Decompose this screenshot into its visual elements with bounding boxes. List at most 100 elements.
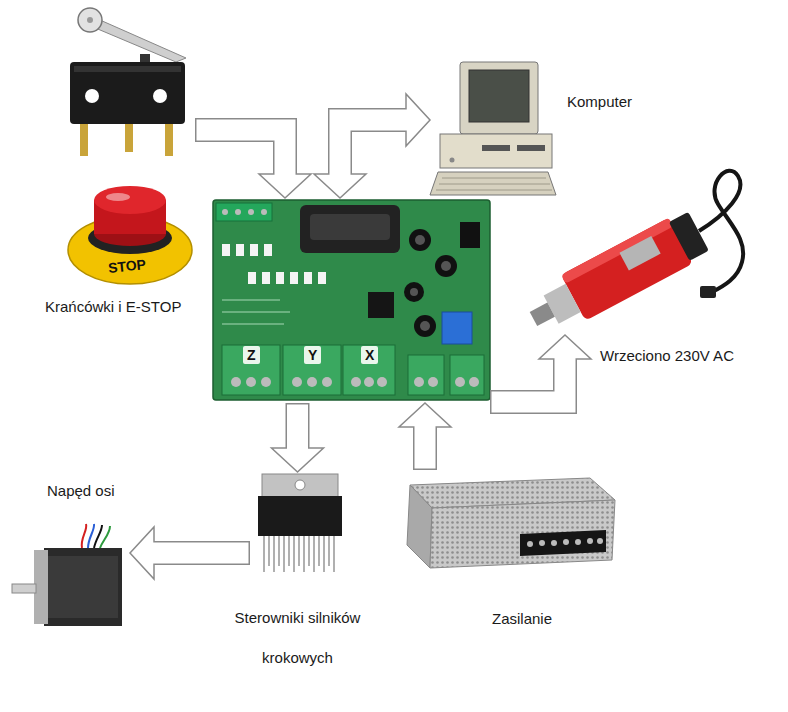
driver-chip-picture bbox=[313, 536, 315, 572]
controller-board-picture bbox=[318, 272, 326, 284]
computer-picture bbox=[482, 145, 510, 151]
controller-board-picture bbox=[300, 205, 400, 253]
spindle-picture bbox=[521, 208, 711, 342]
arrow-head bbox=[539, 335, 591, 359]
computer-picture bbox=[436, 190, 552, 191]
emergency-stop-picture bbox=[68, 186, 192, 284]
driver-chip-picture bbox=[298, 536, 300, 566]
limit-switch-picture bbox=[70, 8, 186, 156]
component-caption: Wrzeciono 230V AC bbox=[600, 347, 734, 365]
computer-picture bbox=[430, 172, 556, 195]
driver-chip-picture bbox=[308, 536, 310, 566]
arrow-head bbox=[130, 527, 154, 579]
stepper-motor-picture bbox=[44, 548, 122, 626]
controller-board-picture bbox=[222, 312, 290, 313]
driver-chip-picture bbox=[273, 536, 275, 572]
stepper-motor-picture bbox=[12, 524, 122, 626]
block-arrow bbox=[399, 403, 451, 470]
driver-chip-picture bbox=[323, 536, 325, 572]
power-supply-picture bbox=[430, 500, 615, 568]
driver-chip-picture bbox=[293, 536, 295, 572]
driver-chip-picture bbox=[295, 480, 305, 490]
power-supply-picture bbox=[575, 539, 581, 545]
controller-board-picture bbox=[261, 209, 267, 215]
limit-switch-picture bbox=[125, 124, 133, 152]
power-supply-picture bbox=[407, 478, 615, 568]
controller-board-picture bbox=[441, 261, 451, 271]
driver-chip-picture bbox=[264, 536, 334, 572]
controller-board-picture bbox=[428, 377, 438, 387]
emergency-stop-picture bbox=[94, 186, 166, 214]
arrow-head bbox=[406, 94, 430, 146]
limit-switch-picture bbox=[165, 124, 173, 156]
controller-board-picture bbox=[435, 255, 457, 277]
controller-board-picture bbox=[276, 272, 284, 284]
power-supply-picture bbox=[520, 530, 606, 556]
controller-board-picture bbox=[222, 209, 228, 215]
arrow-head bbox=[314, 174, 366, 198]
controller-board-picture bbox=[250, 244, 258, 256]
power-supply-picture bbox=[563, 539, 569, 545]
controller-board-picture bbox=[414, 377, 424, 387]
power-supply-picture bbox=[551, 540, 557, 546]
switch-group: Krańcówki i E-STOP bbox=[55, 0, 195, 290]
limit-switch-picture bbox=[78, 8, 102, 32]
arrow-head bbox=[399, 403, 451, 427]
arrow-shaft-fill bbox=[151, 543, 249, 564]
controller-board-picture bbox=[442, 312, 472, 344]
driver-chip-picture bbox=[262, 474, 338, 498]
arrow-shaft-fill bbox=[197, 130, 286, 177]
block-arrow bbox=[272, 403, 324, 472]
spindle-node: Wrzeciono 230V AC bbox=[530, 195, 750, 335]
component-caption: Komputer bbox=[567, 93, 632, 111]
driver-chip-picture bbox=[283, 536, 285, 572]
computer-picture bbox=[517, 145, 545, 151]
block-arrow bbox=[490, 335, 591, 402]
controller-board-picture bbox=[213, 200, 490, 400]
controller-board-picture bbox=[368, 292, 394, 318]
controller-board-picture bbox=[460, 222, 480, 248]
controller-board-picture bbox=[216, 203, 272, 221]
driver-chip-picture bbox=[318, 536, 320, 566]
spindle-picture bbox=[561, 218, 673, 284]
component-caption: Krańcówki i E-STOP bbox=[45, 298, 181, 316]
controller-board-picture bbox=[248, 272, 256, 284]
driver-chip-picture bbox=[268, 536, 270, 566]
controller-board-picture bbox=[235, 209, 241, 215]
spindle-picture bbox=[699, 171, 743, 292]
controller-board-picture bbox=[404, 282, 424, 302]
driver-chip-picture bbox=[288, 536, 290, 566]
controller-board-picture bbox=[469, 377, 479, 387]
limit-switch-picture bbox=[153, 89, 167, 103]
controller-board-picture bbox=[231, 377, 241, 387]
block-arrow bbox=[314, 94, 430, 198]
controller-board-picture bbox=[307, 377, 317, 387]
controller-board-picture bbox=[409, 229, 431, 251]
driver-chip-picture bbox=[263, 536, 265, 572]
computer-picture bbox=[450, 158, 455, 163]
controller-board-picture bbox=[415, 235, 425, 245]
power-supply-picture bbox=[527, 541, 533, 547]
spindle-picture bbox=[530, 303, 555, 327]
controller-board-picture bbox=[248, 209, 254, 215]
controller-board-picture bbox=[377, 377, 387, 387]
controller-board-picture bbox=[262, 272, 270, 284]
computer-picture bbox=[460, 62, 538, 134]
spindle-picture bbox=[669, 212, 709, 261]
controller-board-picture bbox=[420, 321, 430, 331]
controller-board-picture bbox=[246, 377, 256, 387]
arrow-shaft-fill bbox=[287, 405, 308, 452]
controller-board: ZYX bbox=[215, 198, 490, 403]
stepper-motor-picture bbox=[48, 556, 118, 618]
controller-board-picture bbox=[450, 355, 484, 395]
driver-chip-picture bbox=[258, 496, 342, 536]
power-supply-picture bbox=[407, 485, 432, 568]
limit-switch-picture bbox=[80, 124, 88, 156]
driver-chip-picture bbox=[328, 536, 330, 566]
stepper-motor-picture bbox=[12, 584, 36, 593]
controller-board-picture bbox=[304, 272, 312, 284]
controller-board-picture bbox=[213, 200, 490, 400]
controller-board-picture bbox=[455, 377, 465, 387]
spindle-picture bbox=[700, 286, 716, 298]
spindle-picture bbox=[521, 171, 743, 342]
